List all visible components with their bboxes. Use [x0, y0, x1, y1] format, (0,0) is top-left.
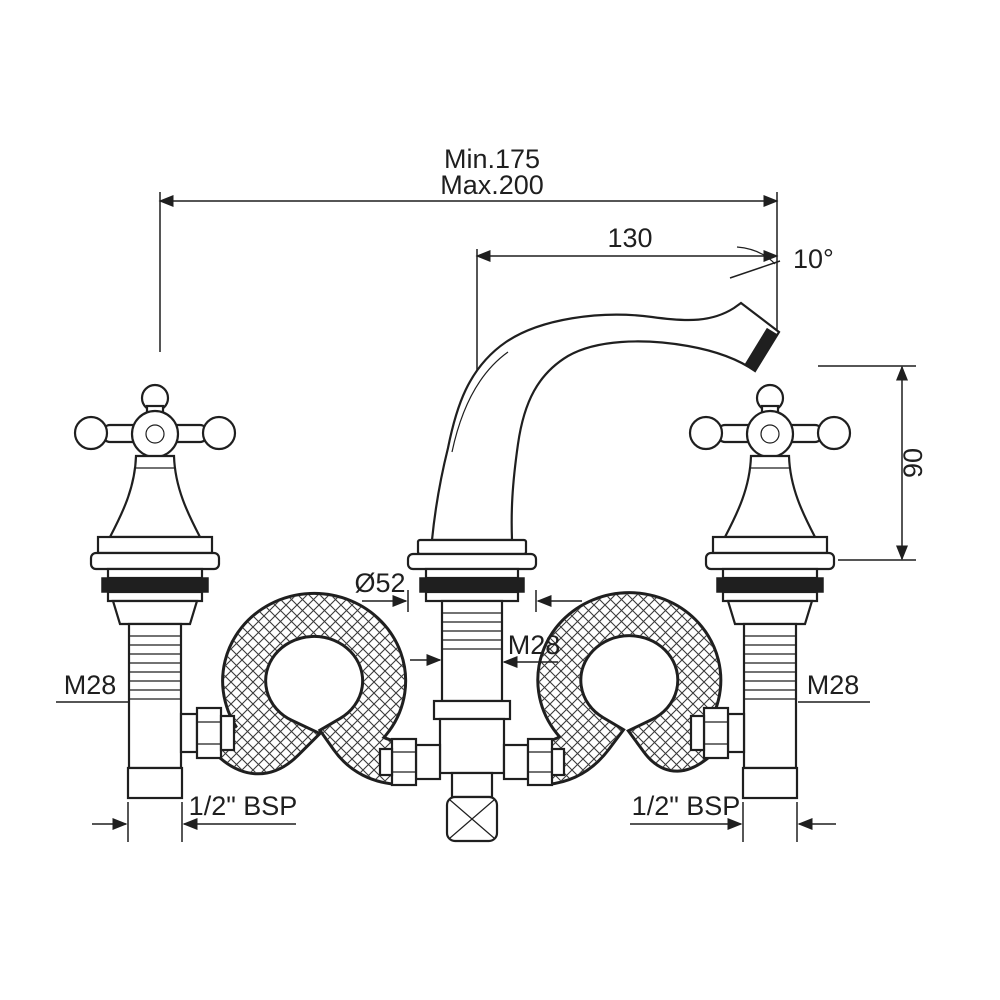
spout-washer-bottom	[424, 590, 520, 603]
center-spout	[378, 301, 781, 843]
angle-arc	[736, 246, 776, 265]
spout-flange	[406, 552, 538, 571]
dim-angle-label: 10°	[793, 244, 834, 274]
manifold-left-nut	[390, 737, 418, 787]
left-flex-hose	[211, 591, 408, 786]
manifold-right-stub	[550, 747, 566, 777]
spout-contour-line	[451, 351, 509, 453]
dim-top-min-label: Min.175	[444, 144, 540, 174]
bsp-right-label: 1/2" BSP	[632, 791, 741, 821]
manifold-left-nut-facets	[392, 751, 416, 773]
manifold-right-nut-facets	[528, 751, 552, 773]
right-hose-braid	[539, 594, 720, 783]
angle-tick-line	[729, 260, 781, 279]
bsp-left-label: 1/2" BSP	[189, 791, 298, 821]
dim-diameter-label: Ø52	[354, 568, 405, 598]
dimension-layer: Min.175 Max.200 130 10° 90 Ø52 M28 M28 M…	[56, 144, 928, 842]
manifold-left-pipe	[414, 743, 442, 781]
dim-height-label: 90	[898, 448, 928, 478]
dim-top-max-label: Max.200	[440, 170, 544, 200]
left-valve	[73, 383, 237, 800]
spout-thread-lines	[442, 612, 502, 650]
manifold-bottom-nut-cross	[449, 799, 495, 839]
right-valve	[688, 383, 852, 800]
spout-body	[430, 301, 781, 542]
dim-reach-label: 130	[607, 223, 652, 253]
thread-right-label: M28	[807, 670, 860, 700]
spout-threaded-shank	[440, 599, 504, 703]
manifold-body	[438, 717, 506, 775]
manifold-left-stub	[378, 747, 394, 777]
left-hose-braid	[213, 594, 405, 783]
manifold-bottom-pipe	[450, 771, 494, 799]
spout-base-plate	[416, 538, 528, 556]
manifold-right-nut	[526, 737, 554, 787]
thread-left-label: M28	[64, 670, 117, 700]
aerator-band	[744, 327, 778, 371]
spout-seal	[419, 577, 525, 593]
thread-center-label: M28	[508, 630, 561, 660]
right-flex-hose	[536, 591, 723, 786]
manifold-collar	[432, 699, 512, 721]
manifold-right-pipe	[502, 743, 530, 781]
spout-washer-top	[424, 567, 520, 580]
